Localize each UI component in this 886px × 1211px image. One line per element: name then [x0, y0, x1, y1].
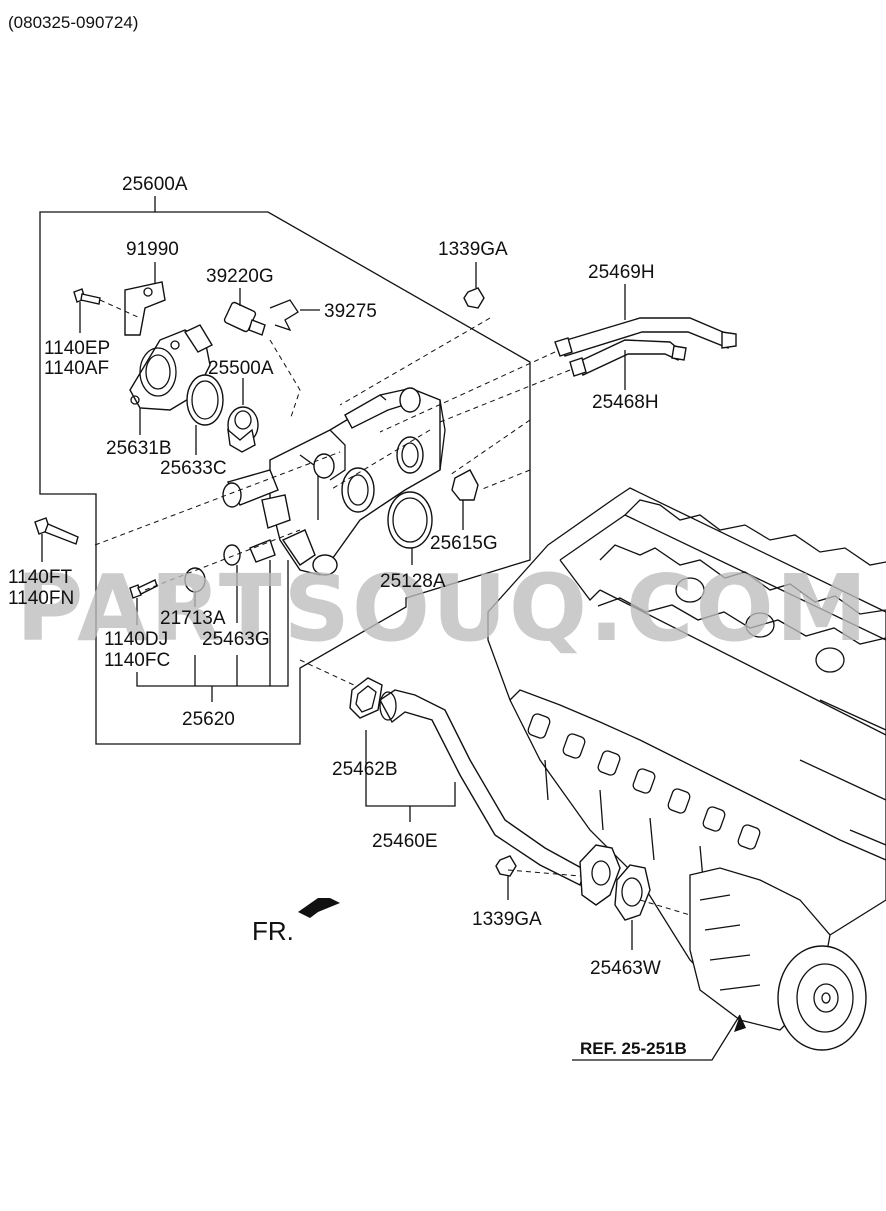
- gasket-25462b: [349, 677, 383, 719]
- bracket-91990: [124, 281, 166, 336]
- o-ring-25128a: [387, 491, 433, 549]
- label-25620[interactable]: 25620: [182, 709, 235, 730]
- label-25463g[interactable]: 25463G: [202, 629, 270, 650]
- clip-39275: [269, 299, 299, 332]
- label-1140ep[interactable]: 1140EP: [44, 338, 110, 359]
- label-25128a[interactable]: 25128A: [380, 571, 446, 592]
- label-91990[interactable]: 91990: [126, 239, 179, 260]
- bolt-1140ep: [73, 288, 101, 305]
- bolt-1140ft: [34, 517, 79, 545]
- sensor-39220g: [223, 301, 266, 336]
- bolt-1140dj: [129, 579, 158, 599]
- direction-arrow-icon: [298, 898, 340, 918]
- label-25463w[interactable]: 25463W: [590, 958, 661, 979]
- diagram-code: (080325-090724): [8, 13, 138, 32]
- watermark: PARTSOUQ.COM: [16, 555, 869, 662]
- gasket-25463w: [614, 864, 651, 921]
- leader-lines: [41, 262, 746, 1061]
- label-25462b[interactable]: 25462B: [332, 759, 398, 780]
- label-25460e[interactable]: 25460E: [372, 831, 438, 852]
- label-25633c[interactable]: 25633C: [160, 458, 227, 479]
- gasket-25633c: [186, 374, 224, 426]
- label-25631b[interactable]: 25631B: [106, 438, 172, 459]
- label-1140af[interactable]: 1140AF: [44, 358, 109, 379]
- nut-1339ga-bottom: [495, 855, 517, 877]
- label-25500a[interactable]: 25500A: [208, 358, 274, 379]
- label-1140fn[interactable]: 1140FN: [8, 588, 74, 609]
- thermostat-25500a: [227, 406, 259, 453]
- engine-block: [487, 487, 886, 1051]
- label-39220g[interactable]: 39220G: [206, 266, 274, 287]
- direction-label: FR.: [252, 916, 294, 946]
- label-39275[interactable]: 39275: [324, 301, 377, 322]
- gasket-25615g: [451, 469, 479, 501]
- nut-1339ga-top: [463, 287, 485, 309]
- pipe-25460e: [379, 689, 621, 906]
- label-1140ft[interactable]: 1140FT: [8, 567, 72, 588]
- label-1140fc[interactable]: 1140FC: [104, 650, 170, 671]
- label-25600a[interactable]: 25600A: [122, 174, 188, 195]
- label-1140dj[interactable]: 1140DJ: [104, 629, 168, 650]
- hose-25468h: [569, 339, 687, 377]
- part-labels: 25600A 91990 1140EP 1140AF 39220G 39275 …: [8, 174, 661, 979]
- label-1339ga-bottom[interactable]: 1339GA: [472, 909, 542, 930]
- thermostat-housing: [222, 387, 446, 576]
- dashed-centerlines: [94, 299, 691, 916]
- reference-label[interactable]: REF. 25-251B: [580, 1039, 687, 1058]
- hose-25469h: [554, 317, 737, 357]
- label-25615g[interactable]: 25615G: [430, 533, 498, 554]
- label-25469h[interactable]: 25469H: [588, 262, 655, 283]
- label-25468h[interactable]: 25468H: [592, 392, 659, 413]
- label-1339ga-top[interactable]: 1339GA: [438, 239, 508, 260]
- assembly-outline-25600a: [39, 196, 531, 745]
- label-21713a[interactable]: 21713A: [160, 608, 226, 629]
- o-ring-25463g: [223, 544, 241, 566]
